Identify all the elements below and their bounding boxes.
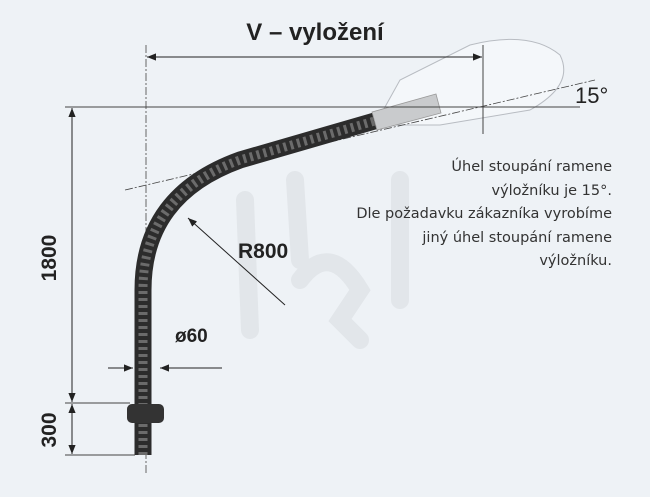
- pipe-collar: [127, 404, 164, 423]
- overhang-label: V – vyložení: [246, 19, 385, 46]
- angle-note: Úhel stoupání ramene výložníku je 15°. D…: [356, 156, 612, 274]
- radius-label: R800: [238, 240, 288, 263]
- note-line: Úhel stoupání ramene: [451, 159, 612, 175]
- height-base-label: 300: [38, 412, 61, 447]
- note-line: jiný úhel stoupání ramene: [422, 229, 612, 246]
- note-line: výložníku.: [539, 253, 612, 269]
- angle-label: 15°: [575, 83, 608, 108]
- pipe-arm: [134, 111, 381, 455]
- note-line: výložníku je 15°.: [491, 182, 612, 199]
- note-line: Dle požadavku zákazníka vyrobíme: [356, 206, 612, 222]
- height-main-label: 1800: [38, 235, 61, 282]
- diameter-label: ø60: [175, 326, 208, 347]
- pipe-sleeve: [371, 93, 442, 131]
- radius-leader: [187, 217, 286, 306]
- watermark-logo: [236, 171, 409, 349]
